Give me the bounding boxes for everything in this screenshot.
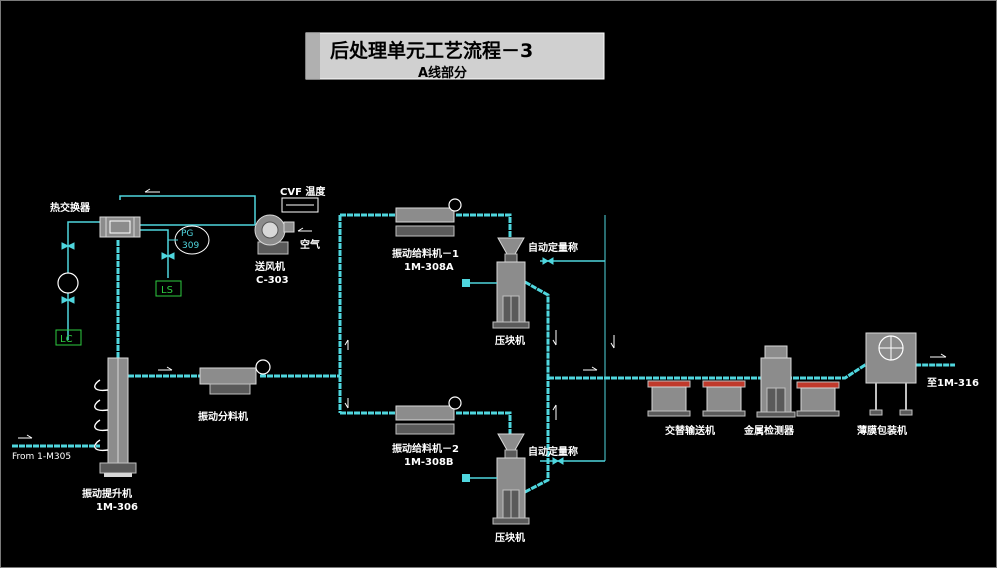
scale-valve-2[interactable] (552, 457, 564, 465)
pg-label: PG (181, 229, 193, 239)
cvf-temp-label: CVF 温度 (280, 185, 326, 198)
to-label: 至1M-316 (927, 377, 979, 389)
film-wrapper[interactable] (865, 332, 917, 416)
pipe-blower-return (119, 195, 256, 225)
heat-exchanger[interactable] (99, 216, 141, 238)
metal-detector-label: 金属检测器 (743, 424, 795, 437)
cvf-filter[interactable] (281, 197, 319, 213)
from-label: From 1-M305 (12, 452, 71, 462)
pressure-gauge[interactable]: PG 309 (174, 225, 210, 255)
heat-exchanger-label: 热交换器 (50, 201, 91, 214)
air-label: 空气 (300, 238, 320, 251)
elevator-id: 1M-306 (96, 502, 138, 513)
pipe-feeder1-scale (456, 213, 512, 240)
press-2[interactable] (462, 433, 530, 525)
pipe-hx-steam (67, 221, 100, 340)
scale-valve-1[interactable] (542, 257, 554, 265)
blower-id: C-303 (256, 275, 289, 286)
wrapper-label: 薄膜包装机 (857, 424, 907, 437)
feeder2-name: 振动给料机－2 (392, 442, 459, 455)
conveyor-label: 交替输送机 (665, 424, 715, 437)
auto-scale-2-label: 自动定量称 (528, 445, 578, 458)
title-main: 后处理单元工艺流程－3 (330, 39, 533, 62)
lc-box[interactable]: LC (55, 329, 82, 346)
vibrating-feeder-2[interactable] (395, 396, 462, 435)
vibrating-distributor[interactable] (199, 359, 271, 395)
press1-label: 压块机 (495, 334, 525, 347)
lc-label: LC (60, 334, 73, 345)
vibrating-elevator[interactable] (94, 357, 137, 477)
distributor-name: 振动分料机 (198, 410, 248, 423)
control-valve-actuator[interactable] (57, 272, 79, 294)
alternating-conveyor[interactable] (647, 380, 746, 417)
feeder1-name: 振动给料机－1 (392, 247, 459, 260)
metal-detector[interactable] (756, 345, 840, 418)
blower-c303[interactable] (254, 214, 295, 255)
blower-name: 送风机 (254, 260, 285, 273)
pipe-press1-out (524, 280, 550, 378)
pipe-hx-condensate (140, 229, 169, 278)
ls-label: LS (161, 285, 173, 296)
steam-valve-1[interactable] (61, 242, 75, 250)
feeder2-id: 1M-308B (404, 457, 454, 468)
press-1[interactable] (462, 237, 530, 329)
vibrating-feeder-1[interactable] (395, 198, 462, 237)
ls-valve[interactable] (161, 252, 175, 260)
ls-box[interactable]: LS (155, 280, 182, 297)
pipe-feeder2-scale (456, 411, 512, 435)
press2-label: 压块机 (495, 531, 525, 544)
pg-number: 309 (182, 241, 199, 251)
title-box: 后处理单元工艺流程－3 A线部分 (305, 32, 605, 81)
elevator-name: 振动提升机 (82, 487, 132, 500)
title-sub: A线部分 (418, 65, 467, 81)
feeder1-id: 1M-308A (404, 262, 454, 273)
steam-valve-2[interactable] (61, 296, 75, 304)
auto-scale-1-label: 自动定量称 (528, 241, 578, 254)
pipe-press2-out (524, 378, 550, 494)
